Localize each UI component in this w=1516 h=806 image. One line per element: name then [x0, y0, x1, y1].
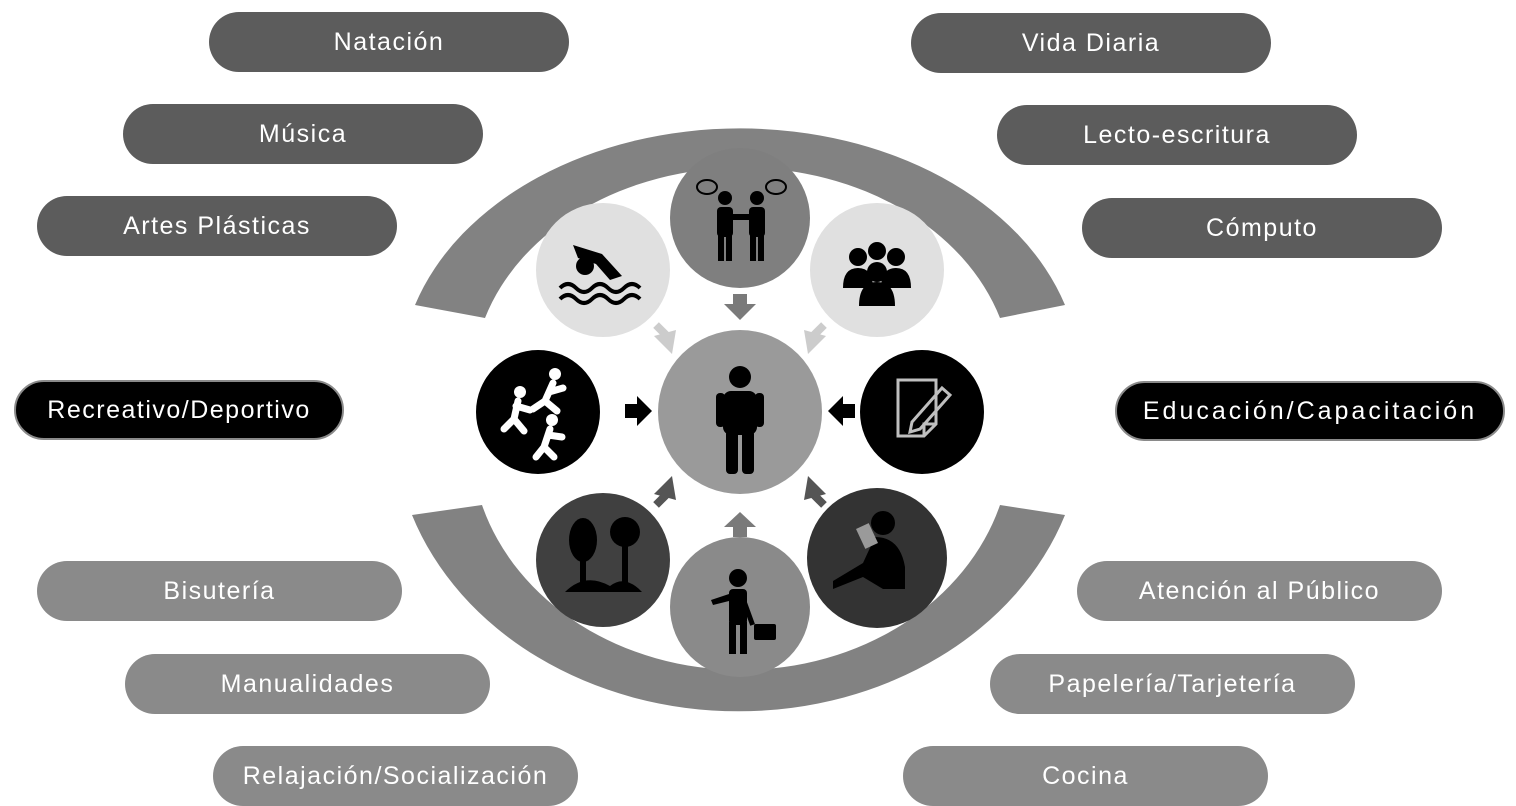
conversation-node [670, 148, 810, 288]
label-natacion: Natación [209, 12, 569, 72]
bottom-arc [412, 505, 1065, 712]
businessman-icon [711, 569, 776, 654]
arrow-from-left [625, 396, 652, 426]
arrow-from-bottom-left [653, 476, 676, 508]
label-manualidades: Manualidades [125, 654, 490, 714]
reading-node [807, 488, 947, 628]
swimmer-icon [558, 245, 642, 305]
label-recreativo-deportivo: Recreativo/Deportivo [14, 380, 344, 440]
top-arc [415, 128, 1065, 318]
conversation-icon [696, 179, 787, 261]
work-node [670, 537, 810, 677]
recreation-node [476, 350, 600, 474]
label-vida-diaria: Vida Diaria [911, 13, 1271, 73]
label-computo: Cómputo [1082, 198, 1442, 258]
arrow-from-bottom [724, 512, 756, 537]
pencil-notepad-icon [896, 378, 953, 438]
group-node [810, 203, 944, 337]
education-node [860, 350, 984, 474]
trees-icon [565, 517, 642, 592]
swimming-node [536, 203, 670, 337]
label-artes-plasticas: Artes Plásticas [37, 196, 397, 256]
label-lecto-escritura: Lecto-escritura [997, 105, 1357, 165]
label-relajacion-socializacion: Relajación/Socialización [213, 746, 578, 806]
label-cocina: Cocina [903, 746, 1268, 806]
arrow-from-top-right [804, 322, 827, 354]
label-educacion-capacitacion: Educación/Capacitación [1115, 381, 1505, 441]
label-atencion-publico: Atención al Público [1077, 561, 1442, 621]
label-musica: Música [123, 104, 483, 164]
group-icon [843, 242, 911, 306]
arrow-from-top [724, 294, 756, 320]
label-bisuteria: Bisutería [37, 561, 402, 621]
running-kids-icon [500, 368, 567, 461]
arrow-from-right [828, 396, 855, 426]
reading-person-icon [833, 511, 905, 589]
arrow-from-bottom-right [804, 476, 827, 508]
nature-node [536, 493, 670, 627]
arrow-from-top-left [653, 322, 676, 354]
person-icon [716, 366, 764, 474]
label-papeleria-tarjeteria: Papelería/Tarjetería [990, 654, 1355, 714]
center-node [658, 330, 822, 494]
